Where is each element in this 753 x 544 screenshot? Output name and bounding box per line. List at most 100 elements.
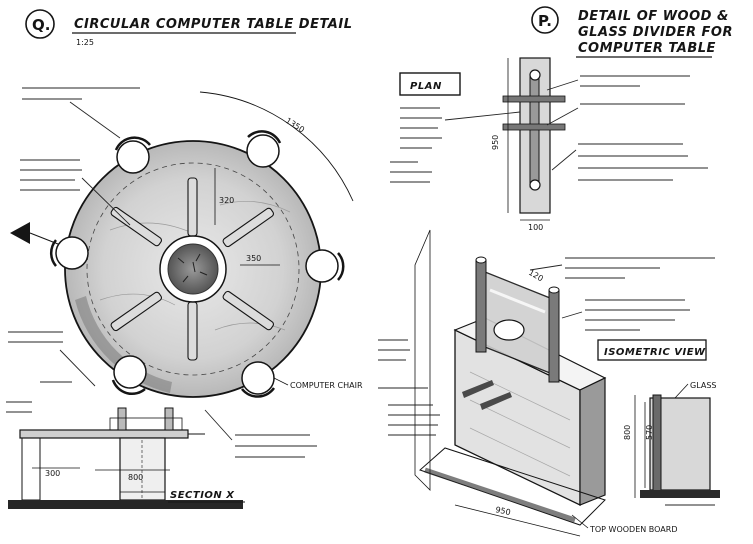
right-title-line-2: GLASS DIVIDER FOR bbox=[578, 25, 733, 40]
iso-wood-side bbox=[579, 377, 606, 506]
iso-post-cap-right bbox=[548, 286, 560, 294]
divider-sw bbox=[110, 291, 162, 332]
iso-logo-seal bbox=[493, 319, 525, 341]
left-notes bbox=[6, 87, 317, 458]
section-floor bbox=[8, 500, 243, 509]
leader-bracket bbox=[546, 79, 579, 91]
note-top-board bbox=[8, 331, 63, 343]
right-title-line-3: COMPUTER TABLE bbox=[578, 41, 716, 56]
iso-wood-grain bbox=[469, 371, 571, 477]
dim-radius: 320 bbox=[219, 196, 234, 205]
note-computer-table bbox=[378, 339, 410, 361]
section-arrow-left bbox=[10, 222, 30, 244]
leader-glass-side bbox=[674, 383, 689, 399]
left-scale: 1:25 bbox=[76, 38, 94, 47]
side-elevation: 800 570 GLASS bbox=[623, 381, 720, 506]
iso-extension-lines bbox=[414, 229, 431, 491]
divider-n bbox=[187, 177, 198, 237]
section-monitor bbox=[109, 417, 183, 431]
leader-glass bbox=[81, 177, 131, 226]
side-post bbox=[652, 394, 662, 493]
plan-dim-width: 100 bbox=[528, 223, 543, 232]
detail-bubble-q bbox=[25, 9, 55, 39]
isometric-divider: 950 120 bbox=[414, 229, 607, 537]
right-title-line-1: DETAIL OF WOOD & bbox=[578, 9, 729, 24]
note-glass-spec bbox=[400, 107, 442, 149]
chair-5 bbox=[111, 355, 147, 396]
section-x: 300 800 SECTION X bbox=[8, 407, 245, 509]
leader-chair bbox=[273, 377, 289, 386]
isometric-label-box bbox=[597, 339, 707, 361]
plan-bracket-1 bbox=[502, 95, 566, 103]
label-glass: GLASS bbox=[690, 381, 716, 390]
label-wooden-base: TOP WOODEN BOARD bbox=[589, 525, 678, 534]
plan-wood-post bbox=[529, 74, 540, 188]
note-glass-divider bbox=[20, 159, 82, 191]
note-wood-divider bbox=[578, 143, 708, 181]
iso-post-cap-left bbox=[475, 256, 487, 264]
section-line bbox=[29, 232, 59, 245]
dim-section-1: 300 bbox=[45, 469, 60, 478]
iso-base-shadow bbox=[424, 467, 576, 523]
iso-post-left bbox=[475, 259, 487, 353]
dim-centre: 350 bbox=[246, 254, 261, 263]
planter-foliage bbox=[177, 253, 208, 283]
note-pipe-support bbox=[585, 299, 690, 331]
leader-glass-spec bbox=[444, 111, 521, 121]
section-divider-right bbox=[164, 407, 174, 431]
plan-divider: 950 100 bbox=[491, 57, 566, 232]
iso-glass-reflection bbox=[489, 288, 546, 314]
right-iso-notes bbox=[378, 257, 715, 436]
note-size bbox=[390, 161, 432, 183]
divider-ne bbox=[222, 207, 274, 248]
label-computer-chair: COMPUTER CHAIR bbox=[290, 381, 363, 390]
plan-dim-height: 950 bbox=[491, 135, 500, 150]
left-title: CIRCULAR COMPUTER TABLE DETAIL bbox=[74, 17, 353, 32]
iso-dim-line-width bbox=[454, 504, 581, 537]
table-edge-shade bbox=[75, 296, 172, 393]
side-dim-outer: 800 bbox=[623, 425, 632, 440]
note-bracket bbox=[580, 75, 690, 87]
table-inner-ring bbox=[86, 162, 300, 376]
centre-planter bbox=[167, 243, 219, 295]
leader-keyboard bbox=[204, 409, 233, 441]
section-tabletop bbox=[19, 429, 189, 439]
side-dim-inner: 570 bbox=[645, 425, 654, 440]
plan-label: PLAN bbox=[410, 81, 442, 92]
plan-pole-bottom bbox=[529, 179, 541, 191]
leader-top-board bbox=[59, 349, 96, 387]
note-table-top bbox=[22, 87, 140, 100]
leader-table-top bbox=[69, 101, 121, 139]
dim-section-2: 800 bbox=[128, 473, 143, 482]
leader-wooden-base bbox=[571, 514, 589, 529]
left-detail: Q. CIRCULAR COMPUTER TABLE DETAIL 1:25 bbox=[6, 9, 363, 509]
iso-dim-width: 950 bbox=[495, 505, 512, 517]
side-base bbox=[640, 490, 720, 498]
note-keyboard bbox=[235, 434, 317, 458]
wood-grain bbox=[99, 200, 291, 331]
leader-pipe-support bbox=[561, 311, 583, 319]
section-divider-left bbox=[117, 407, 127, 431]
note-glass-iso bbox=[565, 257, 715, 279]
divider-se bbox=[222, 290, 274, 331]
detail-bubble-label-p: P. bbox=[538, 12, 552, 30]
leader-glass-iso bbox=[529, 264, 563, 271]
note-wood-divider-iso bbox=[378, 387, 440, 436]
divider-s bbox=[187, 301, 198, 361]
diameter-dimension-arc bbox=[199, 91, 354, 202]
chair-1 bbox=[114, 136, 151, 174]
note-side bbox=[6, 401, 32, 413]
leader-wood-divider bbox=[551, 149, 577, 171]
plan-pole-top bbox=[529, 69, 541, 81]
chair-3 bbox=[49, 236, 89, 270]
iso-floor-base bbox=[419, 447, 606, 526]
chair-4 bbox=[305, 249, 345, 283]
iso-slot-arrows bbox=[462, 380, 512, 410]
leader-ss-pipe bbox=[546, 107, 579, 126]
iso-post-right bbox=[548, 289, 560, 383]
chair-2 bbox=[246, 130, 282, 168]
divider-nw bbox=[110, 206, 162, 247]
plan-label-box bbox=[399, 72, 461, 96]
isometric-label: ISOMETRIC VIEW bbox=[604, 347, 706, 358]
